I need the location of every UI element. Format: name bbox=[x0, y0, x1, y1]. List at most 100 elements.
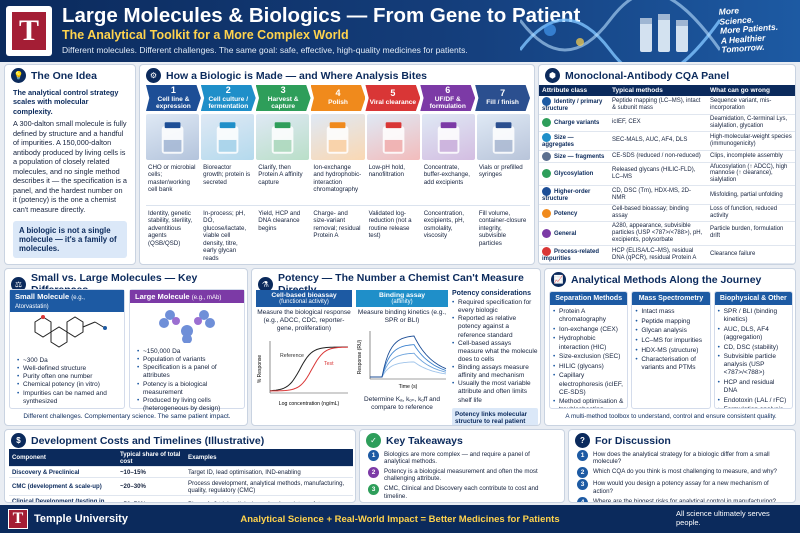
step-description: Low-pH hold, nanofiltration bbox=[368, 164, 406, 179]
list-item: Usually the most variable attribute and … bbox=[452, 380, 538, 404]
list-item: Binding assays measure affinity and mech… bbox=[452, 364, 538, 380]
cqa-risk: Clearance failure bbox=[707, 245, 795, 264]
list-item: Impurities can be named and synthesized bbox=[17, 390, 124, 406]
item-number: 3 bbox=[368, 484, 379, 496]
header-banner: T Large Molecules & Biologics — From Gen… bbox=[0, 0, 800, 62]
cqa-attribute: Safety bbox=[539, 263, 609, 264]
cqa-methods: icIEF, CEX bbox=[609, 114, 707, 132]
item-number: 1 bbox=[368, 449, 379, 461]
panel-title: How a Biologic is Made — and Where Analy… bbox=[166, 69, 428, 82]
step-number: 7 bbox=[500, 88, 506, 99]
list-item: Ion-exchange (CEX) bbox=[553, 326, 625, 334]
attribute-icon bbox=[542, 97, 551, 106]
dna-vials-illustration bbox=[520, 0, 720, 62]
cost-examples: Target ID, lead optimisation, IND-enabli… bbox=[185, 466, 353, 478]
slogan: More Science. More Patients. A Healthier… bbox=[718, 2, 799, 55]
attribute-icon bbox=[542, 187, 551, 197]
idea-callout: A biologic is not a single molecule — it… bbox=[13, 221, 127, 259]
step-description: Bioreactor growth; protein is secreted bbox=[203, 164, 251, 186]
considerations-list: Required specification for every biologi… bbox=[452, 299, 538, 405]
methods-list: Protein A chromatographyIon-exchange (CE… bbox=[550, 305, 627, 408]
attribute-label: Glycosylation bbox=[554, 171, 594, 178]
binding-column: Binding assay (affinity) Measure binding… bbox=[356, 290, 448, 422]
attribute-label: Higher-order structure bbox=[542, 189, 591, 203]
list-item: HILIC (glycans) bbox=[553, 363, 625, 371]
attribute-icon bbox=[542, 208, 551, 218]
step-description: Concentrate, buffer-exchange, add excipi… bbox=[423, 164, 471, 186]
list-item: 4Analytical science de-risks development… bbox=[368, 501, 556, 502]
methods-list: Intact massPeptide mappingGlycan analysi… bbox=[632, 305, 709, 372]
step-description: Clarify, then Protein A affinity capture bbox=[258, 164, 303, 186]
coins-icon: $ bbox=[11, 433, 26, 448]
list-item: Required specification for every biologi… bbox=[452, 299, 538, 315]
list-item: Subvisible particle analysis (USP <787>/… bbox=[718, 353, 790, 377]
large-molecule-head: Large Molecule bbox=[135, 292, 190, 301]
cqa-attribute: Charge variants bbox=[539, 114, 609, 132]
column-header: Examples bbox=[185, 449, 353, 467]
cqa-risk: Afucosylation (↑ ADCC), high mannose (↑ … bbox=[707, 162, 795, 187]
step-image bbox=[476, 114, 530, 160]
step-analysis: Fill volume, container-closure integrity… bbox=[478, 210, 527, 247]
table-row: SafetyBacterial endotoxin (LAL / rFC), b… bbox=[539, 263, 795, 264]
test-curve bbox=[269, 346, 349, 392]
page-title: Large Molecules & Biologics — From Gene … bbox=[62, 4, 581, 27]
footer-logo: T bbox=[8, 509, 28, 529]
panel-title: Key Takeaways bbox=[386, 434, 463, 447]
step-image bbox=[146, 114, 200, 160]
panel-title: Development Costs and Timelines (Illustr… bbox=[31, 434, 265, 447]
attribute-icon bbox=[542, 118, 551, 128]
list-item: Peptide mapping bbox=[635, 318, 707, 326]
cqa-methods: SEC-MALS, AUC, AF4, DLS bbox=[609, 131, 707, 151]
takeaway-text: CMC, Clinical and Discovery each contrib… bbox=[384, 485, 539, 500]
binding-sensorgram-chart: Response (RU) Time (s) bbox=[357, 331, 447, 390]
step-number: 2 bbox=[225, 84, 231, 95]
cqa-risk: Misfolding, partial unfolding bbox=[707, 185, 795, 206]
flask-icon: ⚗ bbox=[258, 276, 273, 292]
list-item: ~150,000 Da bbox=[137, 348, 244, 356]
cost-share: ~50–70% bbox=[117, 495, 185, 502]
cqa-panel: ⬢Monoclonal-Antibody CQA Panel Attribute… bbox=[538, 64, 796, 265]
item-number: 2 bbox=[577, 466, 588, 478]
reference-curve bbox=[269, 346, 348, 392]
bind-y-label: Response (RU) bbox=[357, 340, 363, 375]
list-item: Endotoxin (LAL / rFC) bbox=[718, 397, 790, 405]
one-idea-panel: 💡The One Idea The analytical control str… bbox=[4, 64, 136, 265]
cqa-risk: High-molecular-weight species (immunogen… bbox=[707, 131, 795, 151]
methods-column: Biophysical & OtherSPR / BLI (binding ki… bbox=[713, 291, 793, 409]
column-header: What can go wrong bbox=[707, 85, 795, 96]
takeaway-text: Potency is a biological measurement and … bbox=[384, 467, 538, 483]
cqa-methods: CD, DSC (Tm), HDX-MS, 2D-NMR bbox=[609, 185, 707, 206]
list-item: Produced by living cells (heterogeneous … bbox=[137, 397, 244, 413]
step-image bbox=[366, 114, 420, 160]
footer-motto: Analytical Science + Real-World Impact =… bbox=[240, 514, 560, 525]
process-panel: ⚙How a Biologic is Made — and Where Anal… bbox=[139, 64, 535, 265]
molecules-footer: Different challenges. Complementary scie… bbox=[23, 413, 231, 420]
large-molecule-list: ~150,000 DaPopulation of variantsSpecifi… bbox=[130, 348, 244, 413]
process-images bbox=[146, 114, 530, 160]
step-analysis: Identity, genetic stability, sterility, … bbox=[148, 210, 193, 247]
attribute-icon bbox=[542, 169, 551, 179]
cqa-attribute: Process-related impurities bbox=[539, 245, 609, 264]
list-item: ~300 Da bbox=[17, 357, 124, 365]
item-number: 2 bbox=[368, 466, 379, 478]
list-item: Formulation analysis (pH, osmolality, vi… bbox=[718, 406, 790, 408]
attribute-icon bbox=[542, 151, 551, 161]
sensorgram-curve bbox=[370, 335, 447, 378]
scale-icon: ⚖ bbox=[11, 276, 26, 292]
methods-panel: 📈Analytical Methods Along the Journey Se… bbox=[544, 268, 796, 426]
cost-component: Clinical Development (testing in people) bbox=[9, 495, 117, 502]
footer-university: Temple University bbox=[34, 513, 128, 525]
attribute-icon bbox=[542, 246, 551, 256]
bioassay-sub: (functional activity) bbox=[279, 299, 329, 305]
bio-y-label: % Response bbox=[257, 355, 263, 384]
list-item: 3 CMC, Clinical and Discovery each contri… bbox=[368, 484, 556, 500]
